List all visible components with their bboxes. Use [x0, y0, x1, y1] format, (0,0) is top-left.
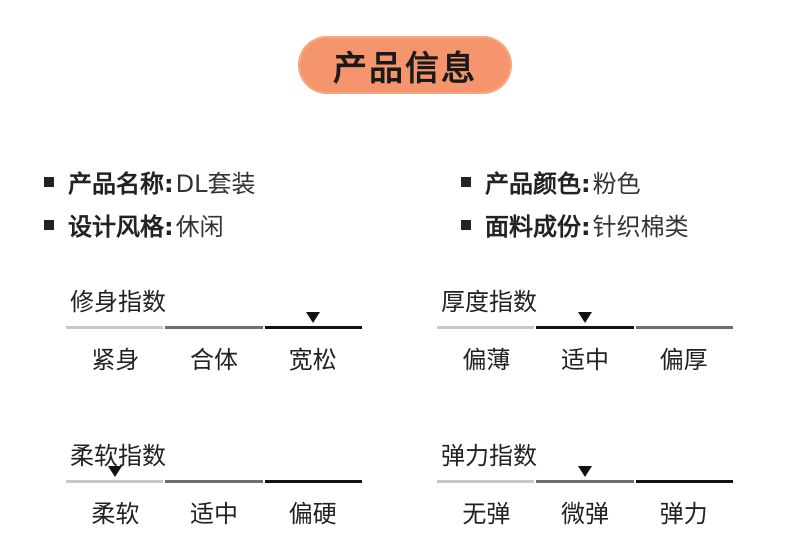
- section-title-badge: 产品信息: [298, 36, 512, 94]
- info-label: 产品名称:: [68, 170, 174, 198]
- selection-marker-icon: [108, 466, 123, 477]
- scale-option: 合体: [190, 346, 238, 374]
- scale-bar: [66, 326, 362, 329]
- scale-option: 偏薄: [462, 346, 511, 374]
- info-row-product-name: 产品名称: DL套装: [44, 164, 255, 199]
- selection-marker-icon: [305, 312, 320, 323]
- scale-segment: [635, 326, 733, 329]
- scale-segment: [536, 326, 634, 329]
- scale-segment: [165, 480, 263, 483]
- scale-option: 弹力: [659, 500, 708, 528]
- scale-option: 紧身: [91, 346, 140, 374]
- scale-title: 弹力指数: [441, 442, 537, 470]
- scale-option: 宽松: [288, 346, 337, 374]
- info-label: 面料成份:: [485, 213, 591, 241]
- info-label: 设计风格:: [68, 213, 174, 241]
- info-row-design-style: 设计风格: 休闲: [44, 207, 224, 242]
- bullet-icon: [44, 176, 54, 187]
- info-label: 产品颜色:: [485, 170, 591, 198]
- scale-bar: [437, 480, 733, 483]
- scale-option: 柔软: [91, 500, 140, 528]
- scale-title: 柔软指数: [70, 442, 166, 470]
- elasticity-index-scale: 弹力指数 无弹 微弹 弹力: [437, 436, 733, 546]
- selection-marker-icon: [578, 312, 592, 323]
- scale-segment: [165, 326, 263, 329]
- bullet-icon: [44, 219, 54, 230]
- scale-title: 修身指数: [70, 288, 166, 316]
- scale-bar: [437, 326, 733, 329]
- section-title: 产品信息: [333, 48, 477, 89]
- bullet-icon: [461, 176, 471, 187]
- info-value: 休闲: [175, 213, 224, 241]
- info-row-product-color: 产品颜色: 粉色: [461, 164, 641, 199]
- scale-segment: [437, 326, 535, 329]
- scale-option: 无弹: [462, 500, 511, 528]
- info-value: 针织棉类: [592, 213, 689, 241]
- scale-segment: [264, 326, 362, 329]
- scale-option: 适中: [190, 500, 238, 528]
- scale-option: 偏硬: [288, 500, 337, 528]
- scale-segment: [536, 480, 634, 483]
- selection-marker-icon: [578, 466, 592, 477]
- scale-segment: [635, 480, 733, 483]
- scale-segment: [264, 480, 362, 483]
- scale-title: 厚度指数: [441, 288, 537, 316]
- scale-option: 偏厚: [659, 346, 708, 374]
- fit-index-scale: 修身指数 紧身 合体 宽松: [66, 282, 362, 392]
- scale-bar: [66, 480, 362, 483]
- info-value: 粉色: [592, 170, 641, 198]
- scale-segment: [437, 480, 535, 483]
- thickness-index-scale: 厚度指数 偏薄 适中 偏厚: [437, 282, 733, 392]
- scale-option: 适中: [561, 346, 609, 374]
- scale-segment: [66, 326, 164, 329]
- scale-option: 微弹: [561, 500, 609, 528]
- info-value: DL套装: [175, 170, 256, 198]
- scale-segment: [66, 480, 164, 483]
- info-row-fabric: 面料成份: 针织棉类: [461, 207, 689, 242]
- softness-index-scale: 柔软指数 柔软 适中 偏硬: [66, 436, 362, 546]
- bullet-icon: [461, 219, 471, 230]
